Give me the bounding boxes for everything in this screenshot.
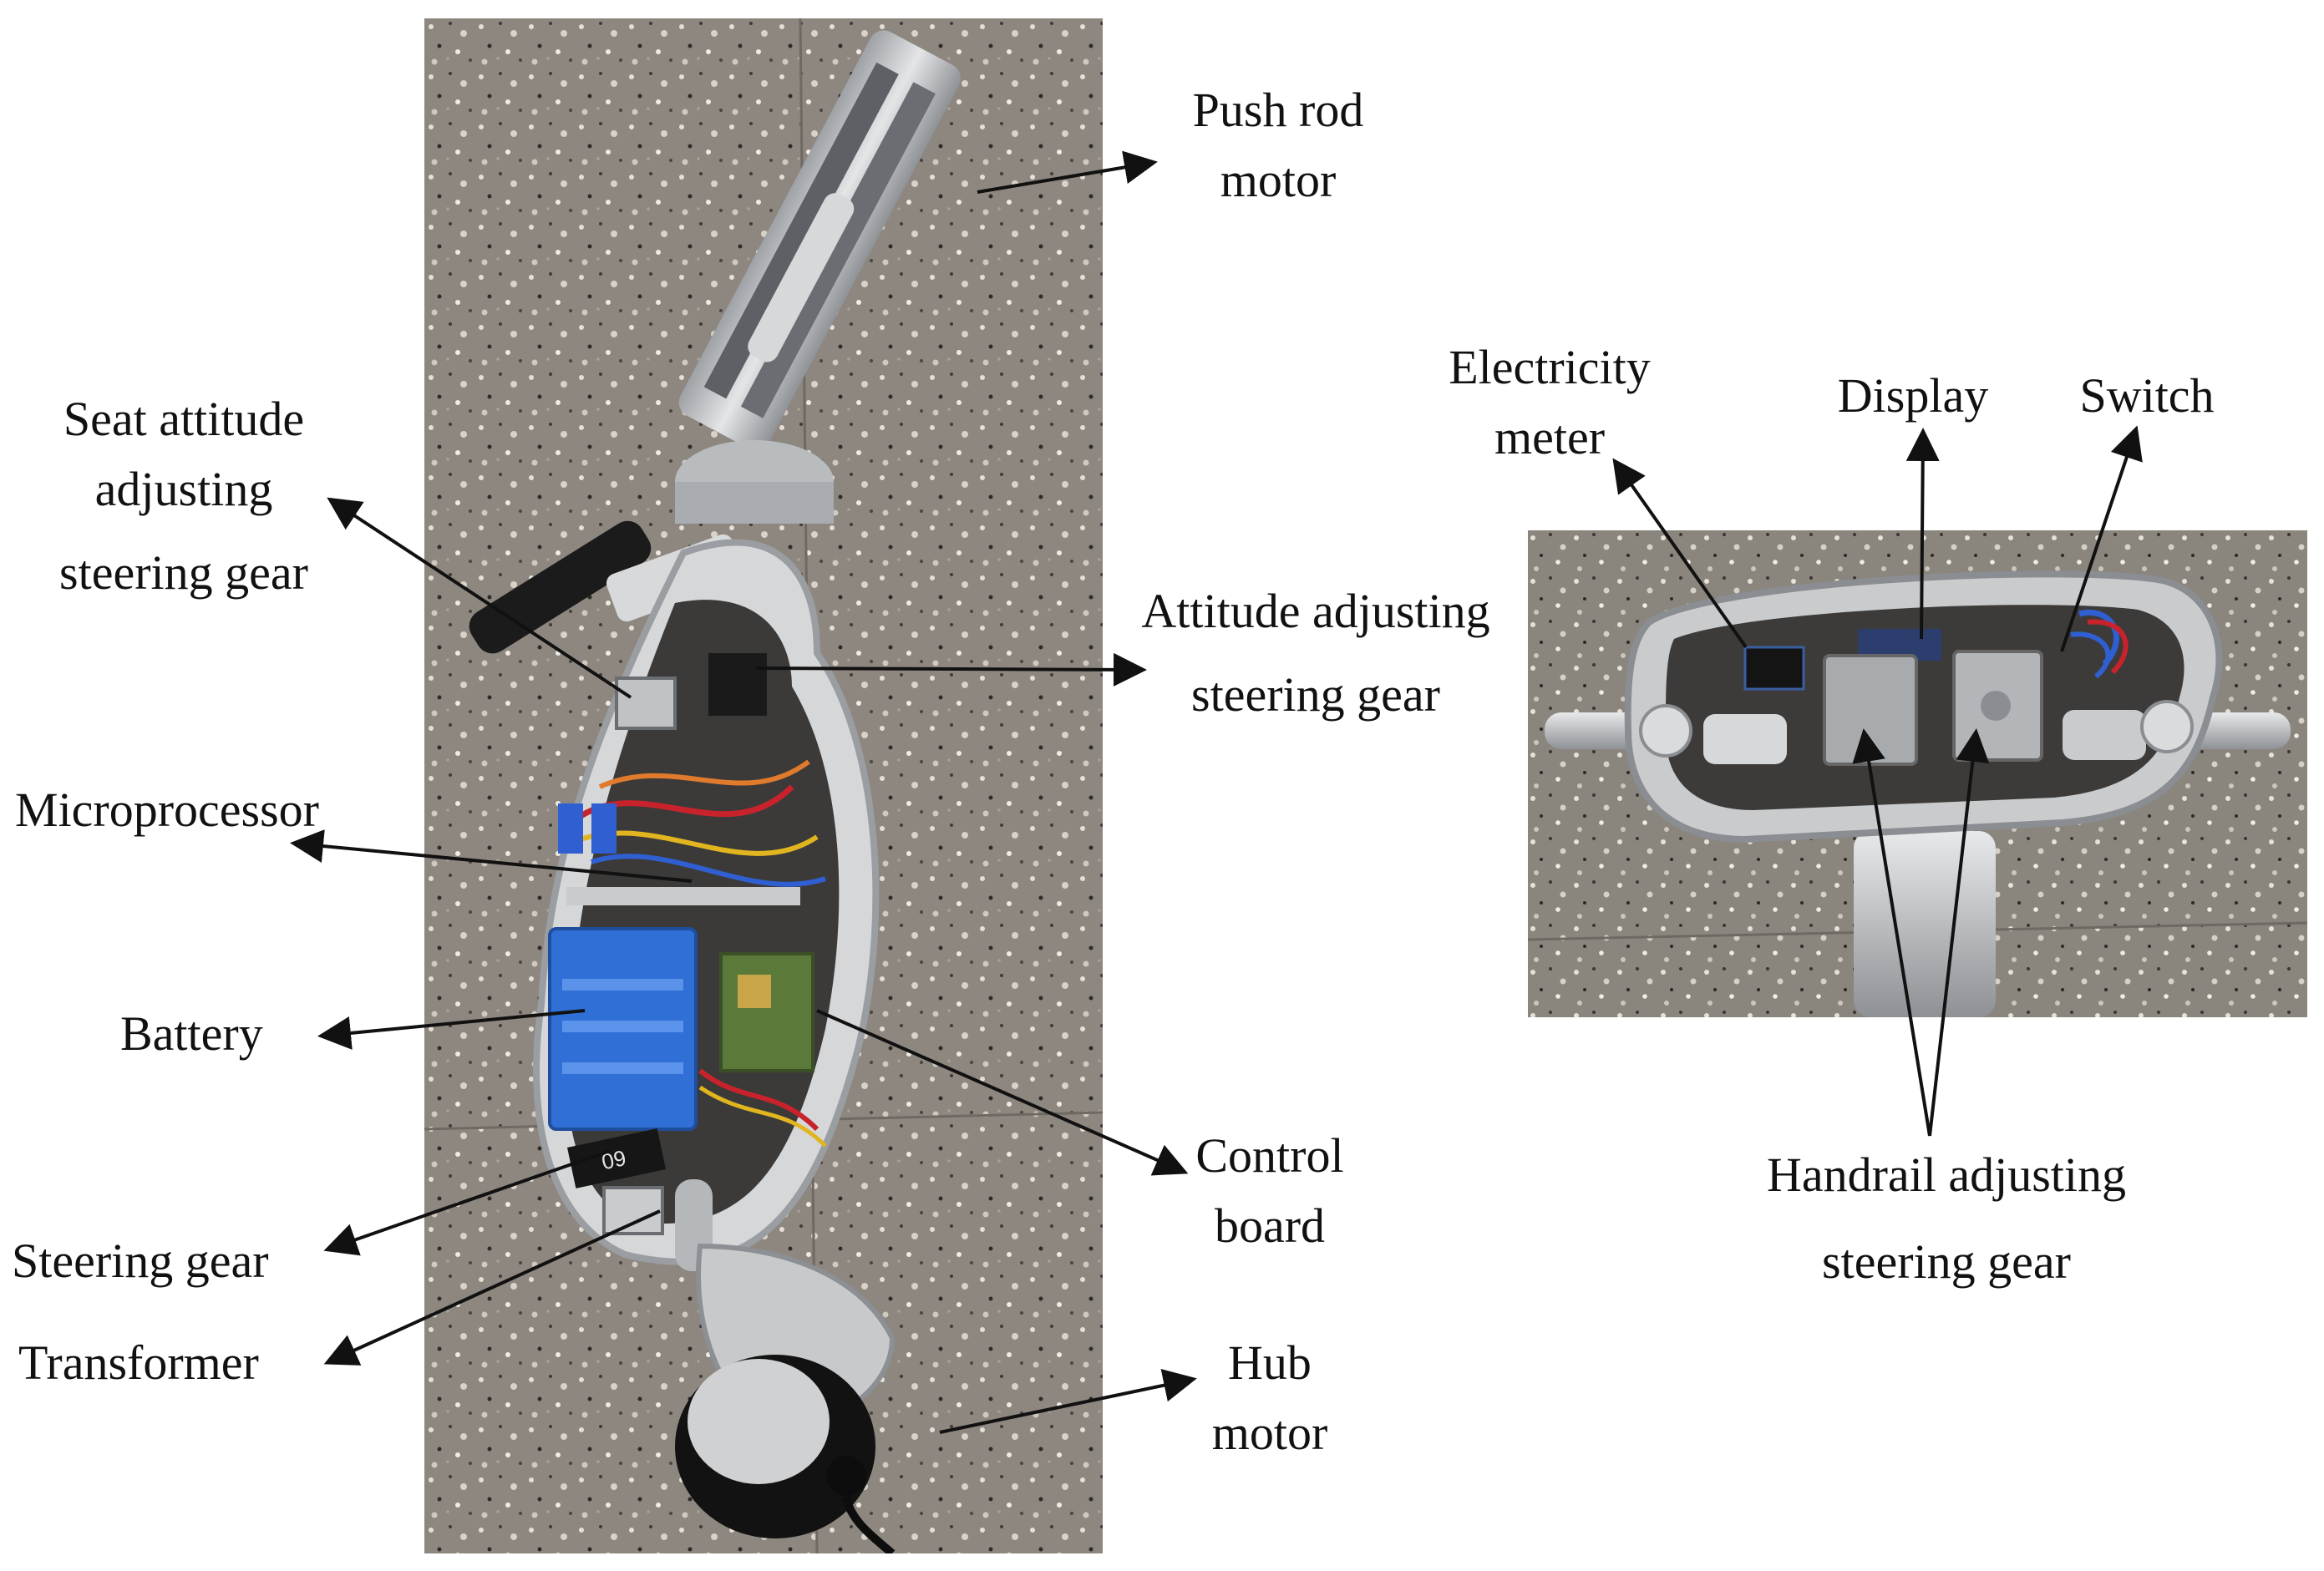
- arrow-display: [1905, 428, 1940, 640]
- label-microprocessor-line1: Microprocessor: [15, 783, 320, 837]
- label-seat-attitude-line3: steering gear: [59, 545, 308, 600]
- label-display-line1: Display: [1837, 368, 1989, 423]
- label-display: Display: [1796, 361, 2030, 431]
- label-hub-motor: Hub motor: [1170, 1328, 1370, 1468]
- label-electricity-meter-line1: Electricity: [1449, 340, 1651, 394]
- arrow-steering-gear: [323, 1149, 611, 1256]
- left-photo: 09: [424, 18, 1103, 1553]
- label-electricity-meter: Electricity meter: [1420, 332, 1679, 473]
- label-push-rod-motor: Push rod motor: [1153, 75, 1403, 215]
- arrow-battery: [317, 1009, 586, 1050]
- label-seat-attitude-line1: Seat attitude: [63, 392, 305, 446]
- arrow-transformer: [323, 1209, 661, 1366]
- label-push-rod-motor-line1: Push rod: [1192, 83, 1364, 137]
- arrow-handrail-right: [1928, 728, 1990, 1137]
- servo-label-text: 09: [599, 1145, 628, 1174]
- label-steering-gear-line1: Steering gear: [12, 1234, 269, 1288]
- label-battery: Battery: [120, 999, 263, 1069]
- label-switch-line1: Switch: [2079, 368, 2215, 423]
- right-photo-scene: [1528, 530, 2307, 1017]
- label-switch: Switch: [2038, 361, 2255, 431]
- label-control-board-line2: board: [1214, 1199, 1326, 1253]
- right-photo: [1528, 530, 2307, 1017]
- label-transformer: Transformer: [18, 1328, 259, 1398]
- arrow-control-board: [816, 1009, 1189, 1176]
- arrow-attitude-adjusting: [755, 652, 1147, 687]
- arrow-switch: [2060, 425, 2143, 652]
- label-push-rod-motor-line2: motor: [1220, 153, 1337, 207]
- label-transformer-line1: Transformer: [18, 1335, 259, 1390]
- label-microprocessor: Microprocessor: [15, 775, 319, 845]
- label-control-board: Control board: [1161, 1121, 1378, 1261]
- label-steering-gear: Steering gear: [12, 1226, 269, 1296]
- arrow-seat-attitude: [327, 497, 632, 699]
- label-control-board-line1: Control: [1195, 1128, 1344, 1183]
- label-attitude-adjusting: Attitude adjusting steering gear: [1107, 576, 1525, 730]
- arrow-hub-motor: [939, 1369, 1197, 1434]
- left-photo-scene: 09: [424, 18, 1103, 1553]
- arrow-microprocessor: [290, 829, 693, 883]
- label-attitude-adjusting-line2: steering gear: [1191, 667, 1440, 722]
- label-hub-motor-line1: Hub: [1228, 1335, 1312, 1390]
- label-handrail-adjusting-line1: Handrail adjusting: [1766, 1148, 2127, 1202]
- label-handrail-adjusting: Handrail adjusting steering gear: [1721, 1140, 2172, 1297]
- label-hub-motor-line2: motor: [1211, 1406, 1328, 1460]
- arrow-electricity-meter: [1612, 458, 1748, 649]
- label-handrail-adjusting-line2: steering gear: [1822, 1234, 2071, 1289]
- label-seat-attitude-line2: adjusting: [94, 462, 273, 516]
- label-seat-attitude: Seat attitude adjusting steering gear: [17, 384, 351, 608]
- label-attitude-adjusting-line1: Attitude adjusting: [1141, 584, 1490, 638]
- label-battery-line1: Battery: [120, 1006, 263, 1061]
- arrow-handrail-left: [1852, 728, 1931, 1137]
- label-electricity-meter-line2: meter: [1494, 410, 1606, 464]
- arrow-push-rod-motor: [977, 150, 1158, 194]
